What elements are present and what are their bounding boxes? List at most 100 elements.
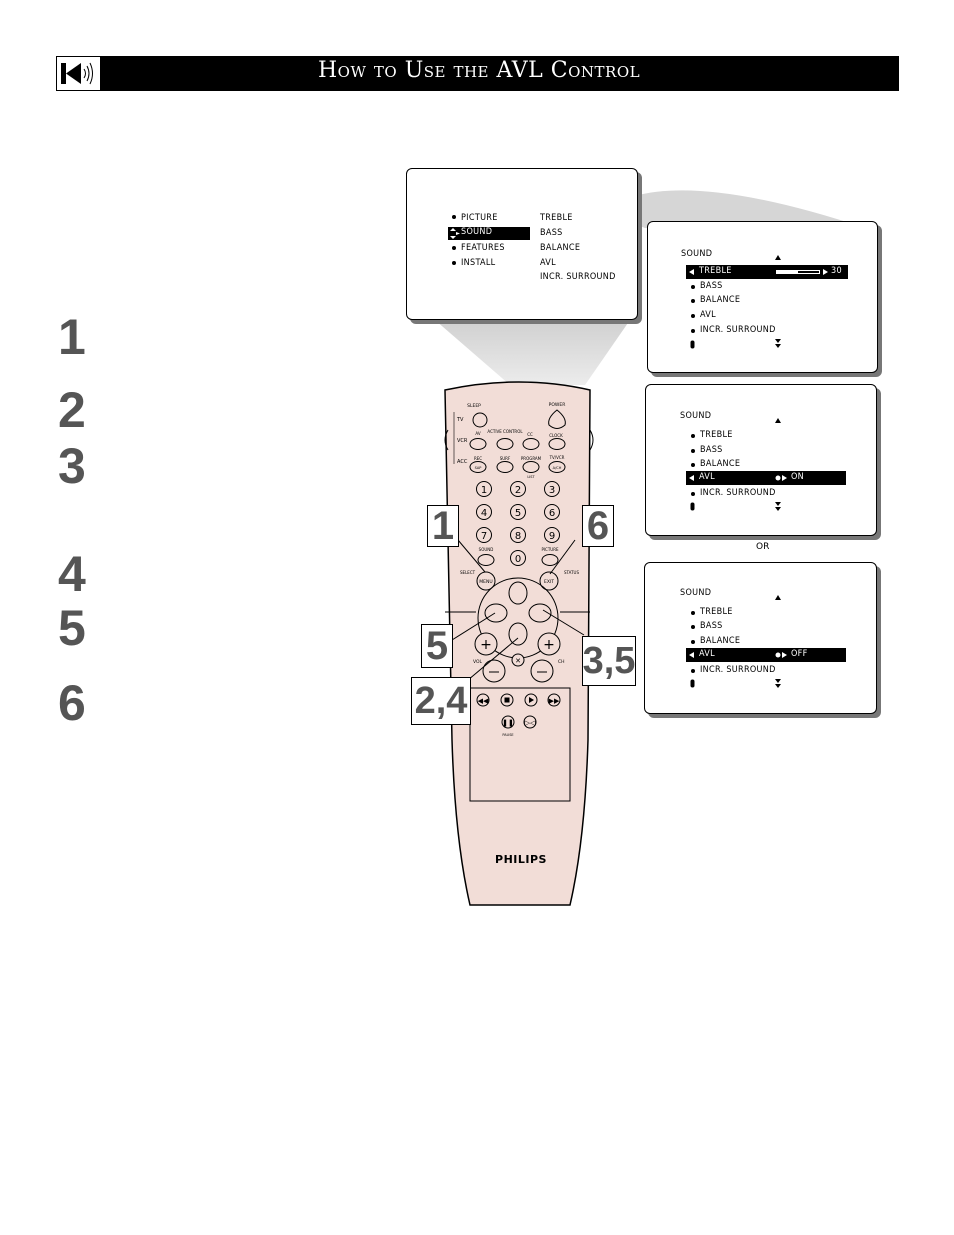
menu-highlight: AVL ON (686, 471, 846, 485)
step-number-6: 6 (58, 675, 86, 731)
sound-menu-title: SOUND (680, 588, 712, 598)
menu-item-avl: AVL (700, 310, 716, 320)
digit-9-label: 9 (549, 531, 555, 542)
digit-7-button[interactable] (476, 527, 492, 543)
up-arrow-icon (775, 255, 781, 260)
pause-button[interactable] (501, 715, 515, 729)
exit-label: EXIT (544, 579, 554, 585)
rec-sap-button[interactable] (469, 461, 487, 473)
a-ch-label: A/CH (553, 466, 562, 470)
digit-2-button[interactable] (510, 481, 526, 497)
channel-up-button[interactable] (537, 632, 561, 656)
callout-6: 6 (582, 504, 614, 548)
scroll-indicator-icon (690, 340, 695, 349)
sleep-button[interactable] (472, 412, 488, 428)
cursor-left-button[interactable] (484, 603, 508, 623)
cursor-down-button[interactable] (508, 622, 528, 646)
menu-item-incr-surround: INCR. SURROUND (700, 325, 776, 335)
digit-4-button[interactable] (476, 504, 492, 520)
header-bar (56, 56, 899, 91)
cc-label: CC (527, 432, 533, 437)
menu-item-treble: TREBLE (700, 607, 733, 617)
menu-item-avl: AVL (699, 472, 715, 482)
av-button[interactable] (469, 438, 487, 450)
digit-3-label: 3 (549, 485, 555, 496)
stop-icon (504, 697, 510, 703)
or-label: OR (756, 542, 770, 552)
tv-vcr-button[interactable] (548, 461, 566, 473)
picture-button[interactable] (541, 554, 559, 566)
bullet-icon (691, 463, 695, 467)
digit-8-label: 8 (515, 531, 521, 542)
digit-0-label: 0 (515, 554, 521, 565)
down-arrows-icon (775, 679, 781, 688)
sound-button[interactable] (477, 554, 495, 566)
surf-button[interactable] (496, 461, 514, 473)
up-arrow-icon (775, 418, 781, 423)
program-list-button[interactable] (522, 461, 540, 473)
bullet-icon (691, 434, 695, 438)
cc-button[interactable] (522, 438, 540, 450)
mute-icon: ✕ (515, 657, 521, 665)
speaker-icon (56, 56, 101, 91)
sound-menu-treble-screen: SOUND TREBLE 30 BASS BALANCE AVL INCR. S… (647, 221, 878, 373)
menu-item-balance: BALANCE (700, 636, 741, 646)
digit-5-button[interactable] (510, 504, 526, 520)
power-label: POWER (549, 402, 566, 408)
digit-9-button[interactable] (544, 527, 560, 543)
digit-6-label: 6 (549, 508, 555, 519)
fast-forward-icon: ▶▶ (549, 697, 560, 705)
sound-menu-avl-off-screen: SOUND TREBLE BASS BALANCE AVL OFF INCR. … (644, 562, 877, 714)
menu-item-features: FEATURES (461, 243, 505, 253)
fast-forward-button[interactable] (547, 693, 561, 707)
digit-1-button[interactable] (476, 481, 492, 497)
left-arrow-icon (689, 652, 694, 658)
record-button[interactable] (523, 715, 537, 729)
select-label: SELECT (460, 570, 476, 575)
power-button[interactable] (548, 409, 566, 429)
cursor-right-button[interactable] (528, 603, 552, 623)
avl-value: OFF (791, 649, 808, 659)
menu-item-incr-surround: INCR. SURROUND (700, 488, 776, 498)
plus-icon: + (480, 637, 492, 653)
submenu-incr-surround: INCR. SURROUND (540, 272, 616, 282)
bullet-icon (691, 329, 695, 333)
submenu-avl: AVL (540, 258, 556, 268)
active-control-button[interactable] (496, 438, 514, 450)
submenu-balance: BALANCE (540, 243, 581, 253)
rewind-button[interactable] (476, 693, 490, 707)
menu-highlight: TREBLE 30 (686, 265, 848, 279)
clock-button[interactable] (548, 438, 566, 450)
tv-vcr-label: TV/VCR (549, 455, 565, 460)
exit-button[interactable] (539, 571, 559, 591)
menu-item-treble: TREBLE (700, 430, 733, 440)
cursor-up-button[interactable] (508, 581, 528, 605)
bullet-icon (452, 215, 456, 219)
mute-button[interactable] (511, 653, 525, 667)
page-title: How to Use the AVL Control (318, 58, 641, 83)
menu-button[interactable] (476, 571, 496, 591)
digit-5-label: 5 (515, 508, 521, 519)
menu-item-bass: BASS (700, 445, 723, 455)
digit-0-button[interactable] (510, 550, 526, 566)
channel-down-button[interactable] (530, 659, 554, 683)
digit-8-button[interactable] (510, 527, 526, 543)
step-number-4: 4 (58, 546, 86, 602)
callout-line-left (451, 612, 496, 641)
digit-3-button[interactable] (544, 481, 560, 497)
left-arrow-icon (689, 475, 694, 481)
volume-down-button[interactable] (482, 659, 506, 683)
bullet-icon (691, 492, 695, 496)
bullet-icon (691, 285, 695, 289)
digit-2-label: 2 (515, 485, 521, 496)
surf-label: SURF (500, 456, 511, 461)
sound-label: SOUND (479, 547, 494, 552)
digit-7-label: 7 (481, 531, 487, 542)
digit-6-button[interactable] (544, 504, 560, 520)
pause-label: PAUSE (502, 733, 513, 737)
menu-highlight: SOUND (448, 227, 530, 240)
status-label: STATUS (564, 570, 579, 575)
bullet-icon (691, 314, 695, 318)
volume-up-button[interactable] (474, 632, 498, 656)
menu-item-sound: SOUND (461, 227, 493, 237)
